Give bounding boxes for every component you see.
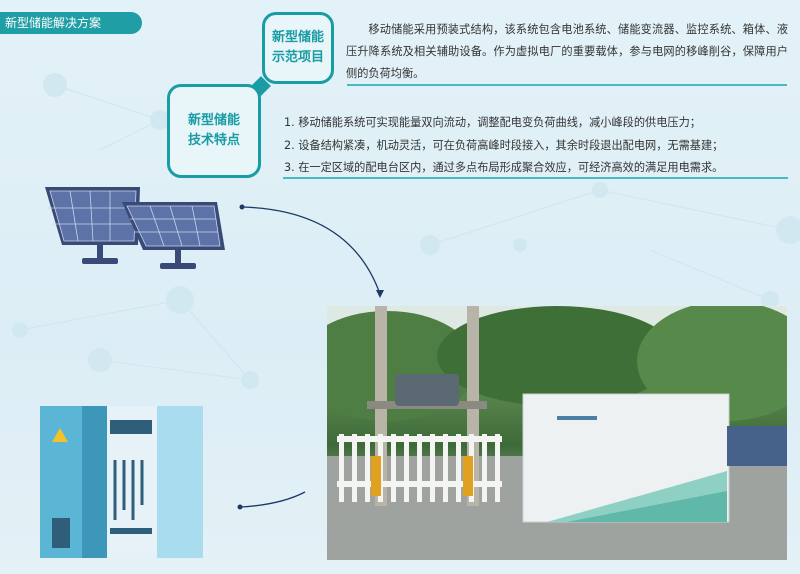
list-item: 2. 设备结构紧凑，机动灵活，可在负荷高峰时段接入，其余时段退出配电网，无需基建… (284, 138, 724, 152)
label-line: 新型储能 (187, 113, 240, 128)
page-title: 新型储能解决方案 (0, 12, 142, 34)
list-item: 1. 移动储能系统可实现能量双向流动，调整配电变负荷曲线，减小峰段的供电压力； (284, 116, 701, 129)
label-line: 示范项目 (271, 50, 324, 65)
connector-arrow (241, 206, 381, 295)
energy-storage-photo (327, 306, 787, 560)
label-line: 新型储能 (271, 30, 324, 45)
divider (283, 177, 788, 179)
tech-features-list: 1. 移动储能系统可实现能量双向流动，调整配电变负荷曲线，减小峰段的供电压力； … (284, 112, 788, 180)
label-line: 技术特点 (187, 133, 240, 148)
demo-project-label: 新型储能示范项目 (262, 12, 334, 84)
power-cabinet-icon (40, 406, 203, 558)
demo-project-description: 移动储能采用预装式结构，该系统包含电池系统、储能变流器、监控系统、箱体、液压升降… (346, 23, 788, 80)
solar-panel-icon (45, 187, 225, 269)
divider (347, 84, 787, 86)
tech-features-label: 新型储能技术特点 (167, 84, 261, 178)
list-item: 3. 在一定区域的配电台区内，通过多点布局形成聚合效应，可经济高效的满足用电需求… (284, 161, 724, 174)
